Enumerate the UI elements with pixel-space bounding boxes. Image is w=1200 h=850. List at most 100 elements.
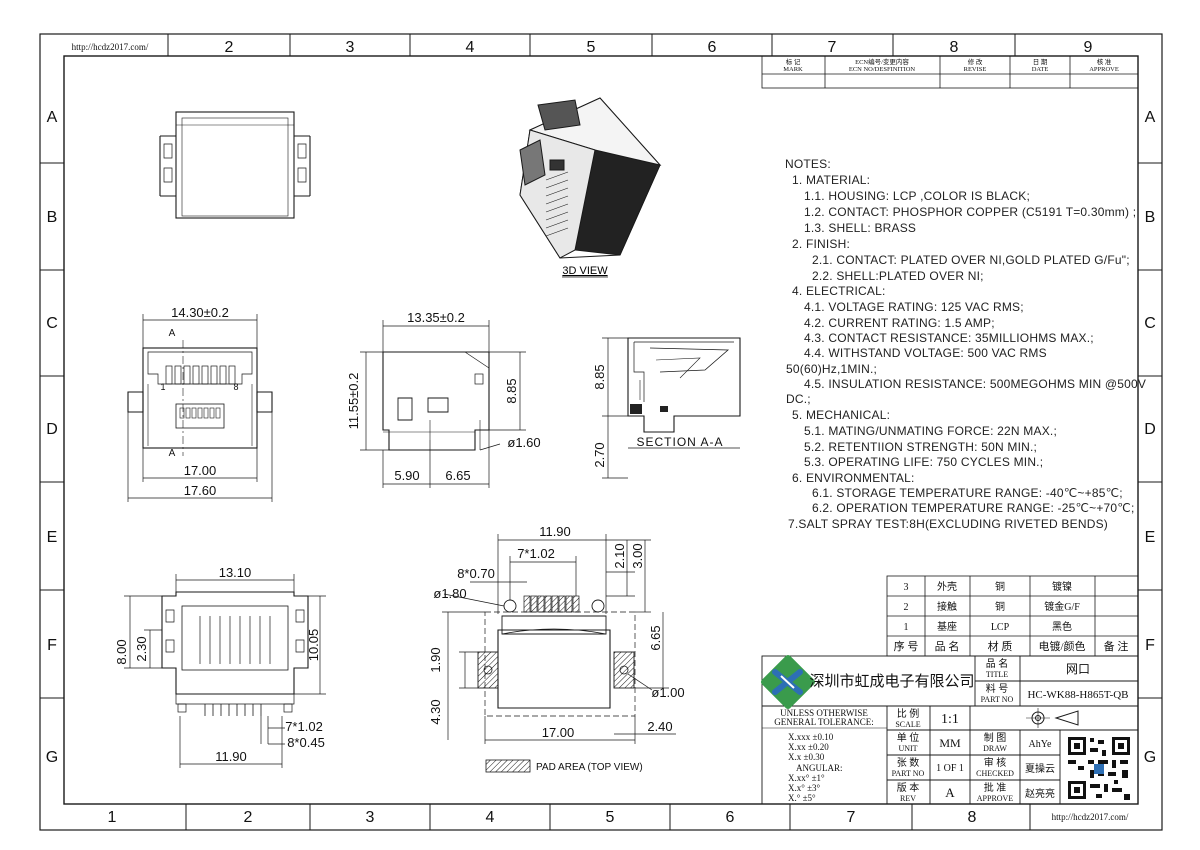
dim-bottom-1190: 11.90: [215, 749, 247, 764]
note-line: 5.2. RETENTIION STRENGTH: 50N MIN.;: [804, 440, 1037, 454]
rev-value: A: [945, 785, 955, 800]
row-left-c: C: [46, 315, 58, 332]
dim-pad-1190: 11.90: [539, 524, 571, 539]
bom-header-no: 序 号: [894, 639, 919, 653]
col-top-8: 8: [950, 39, 959, 56]
unit-value: MM: [939, 736, 961, 750]
frame-labels: http://hcdz2017.com/ 2 3 4 5 6 7 8 9 1 2…: [46, 39, 1156, 826]
dim-bottom-8x045: 8*0.45: [287, 735, 325, 750]
col-top-3: 3: [346, 39, 355, 56]
dim-bottom-1310: 13.10: [219, 565, 252, 580]
dim-bottom-230: 2.30: [134, 636, 149, 661]
section-view: [627, 337, 741, 433]
part-no-cn: 料 号: [986, 682, 1009, 695]
title-block: [761, 655, 1139, 805]
section-mark-a-bottom: A: [169, 448, 176, 459]
unit-cn: 单 位: [897, 731, 920, 744]
unit-en: UNIT: [898, 744, 917, 753]
col-bot-4: 4: [486, 809, 495, 826]
row-left-f: F: [47, 637, 57, 654]
scale-en: SCALE: [895, 720, 920, 729]
bom-row-3-no: 3: [904, 582, 909, 593]
front-view: [127, 340, 273, 456]
note-line: 5. MECHANICAL:: [792, 408, 890, 422]
col-top-5: 5: [587, 39, 596, 56]
bom-row-2-name: 接触: [937, 600, 957, 613]
angular-line: X.° ±5°: [788, 793, 816, 803]
rev-mark-en: MARK: [783, 66, 803, 73]
tolerance-header-2: GENERAL TOLERANCE:: [774, 717, 874, 727]
bottom-view-dims: [124, 574, 326, 768]
note-line: 2. FINISH:: [792, 237, 850, 251]
rev-cn: 版 本: [897, 781, 920, 794]
col-bot-8: 8: [968, 809, 977, 826]
col-top-6: 6: [708, 39, 717, 56]
url-top: http://hcdz2017.com/: [72, 42, 149, 52]
pad-layout-dims: [442, 534, 676, 744]
dim-bottom-800: 8.00: [114, 639, 129, 664]
bom-row-3-finish: 镀镍: [1052, 580, 1072, 593]
dim-pad-d100: ø1.00: [651, 685, 684, 700]
dim-side-665: 6.65: [445, 468, 470, 483]
dim-bottom-1005: 10.05: [306, 629, 321, 662]
checked-cn: 审 核: [984, 756, 1007, 769]
company-logo: [760, 654, 816, 710]
notes-block: NOTES: 1. MATERIAL: 1.1. HOUSING: LCP ,C…: [785, 157, 1146, 531]
pin-1-label: 1: [160, 382, 165, 392]
row-right-c: C: [1144, 315, 1156, 332]
bom-row-2-no: 2: [904, 602, 909, 613]
col-bot-7: 7: [847, 809, 856, 826]
bom-row-1-material: LCP: [991, 622, 1010, 633]
note-line: 6.2. OPERATION TEMPERATURE RANGE: -25℃~+…: [812, 501, 1135, 515]
rev-date-cn: 日 期: [1033, 58, 1048, 66]
pad-area-legend-swatch: [485, 759, 531, 773]
qr-code-icon: [1066, 735, 1132, 801]
dim-section-885: 8.85: [592, 364, 607, 389]
bom-row-2-material: 铜: [995, 601, 1005, 613]
bom-table: [886, 575, 1139, 657]
approve-en: APPROVE: [977, 794, 1014, 803]
title-en: TITLE: [986, 670, 1008, 679]
angular-label: ANGULAR:: [796, 763, 843, 773]
row-right-a: A: [1145, 109, 1156, 126]
sheet-en: PART NO: [892, 769, 925, 778]
sheet-value: 1 OF 1: [936, 763, 964, 774]
bom-header-note: 备 注: [1104, 639, 1129, 653]
row-right-e: E: [1145, 529, 1156, 546]
row-right-g: G: [1144, 749, 1156, 766]
tolerance-header-1: UNLESS OTHERWISE: [780, 708, 868, 718]
note-line: 1.2. CONTACT: PHOSPHOR COPPER (C5191 T=0…: [804, 205, 1136, 219]
angular-line: X.xx° ±1°: [788, 773, 825, 783]
note-line: 1.1. HOUSING: LCP ,COLOR IS BLACK;: [804, 189, 1030, 203]
dim-pad-300: 3.00: [630, 543, 645, 568]
note-line: 5.1. MATING/UNMATING FORCE: 22N MAX.;: [804, 424, 1057, 438]
tolerance-line: X.xx ±0.20: [788, 742, 829, 752]
dim-front-17: 17.00: [184, 463, 217, 478]
col-top-4: 4: [466, 39, 475, 56]
rev-ecn-cn: ECN编号/变更内容: [855, 57, 909, 66]
row-left-d: D: [46, 421, 58, 438]
dim-side-590: 5.90: [394, 468, 419, 483]
rev-approve-en: APPROVE: [1089, 66, 1119, 73]
projection-symbol-icon: [1026, 708, 1079, 728]
dim-side-height: 11.55±0.2: [346, 373, 361, 430]
dim-pad-665: 6.65: [648, 625, 663, 650]
rev-date-en: DATE: [1032, 66, 1049, 73]
front-view-dims: [127, 314, 273, 502]
note-line: 6. ENVIRONMENTAL:: [792, 471, 915, 485]
url-bottom: http://hcdz2017.com/: [1052, 812, 1129, 822]
scale-value: 1:1: [941, 712, 959, 727]
note-line: 4.5. INSULATION RESISTANCE: 500MEGOHMS M…: [804, 377, 1146, 391]
part-no-en: PART NO: [981, 695, 1014, 704]
dim-front-1760: 17.60: [184, 483, 217, 498]
tolerance-line: X.x ±0.30: [788, 752, 825, 762]
dim-pad-d180: ø1.80: [433, 586, 466, 601]
dim-pad-190: 1.90: [428, 647, 443, 672]
sheet-frame: [39, 33, 1163, 831]
note-line: 6.1. STORAGE TEMPERATURE RANGE: -40℃~+85…: [812, 486, 1123, 500]
tolerance-line: X.xxx ±0.10: [788, 732, 834, 742]
note-line: DC.;: [786, 392, 811, 406]
note-line: 4.4. WITHSTAND VOLTAGE: 500 VAC RMS: [804, 346, 1047, 360]
note-line: 1.3. SHELL: BRASS: [804, 221, 916, 235]
